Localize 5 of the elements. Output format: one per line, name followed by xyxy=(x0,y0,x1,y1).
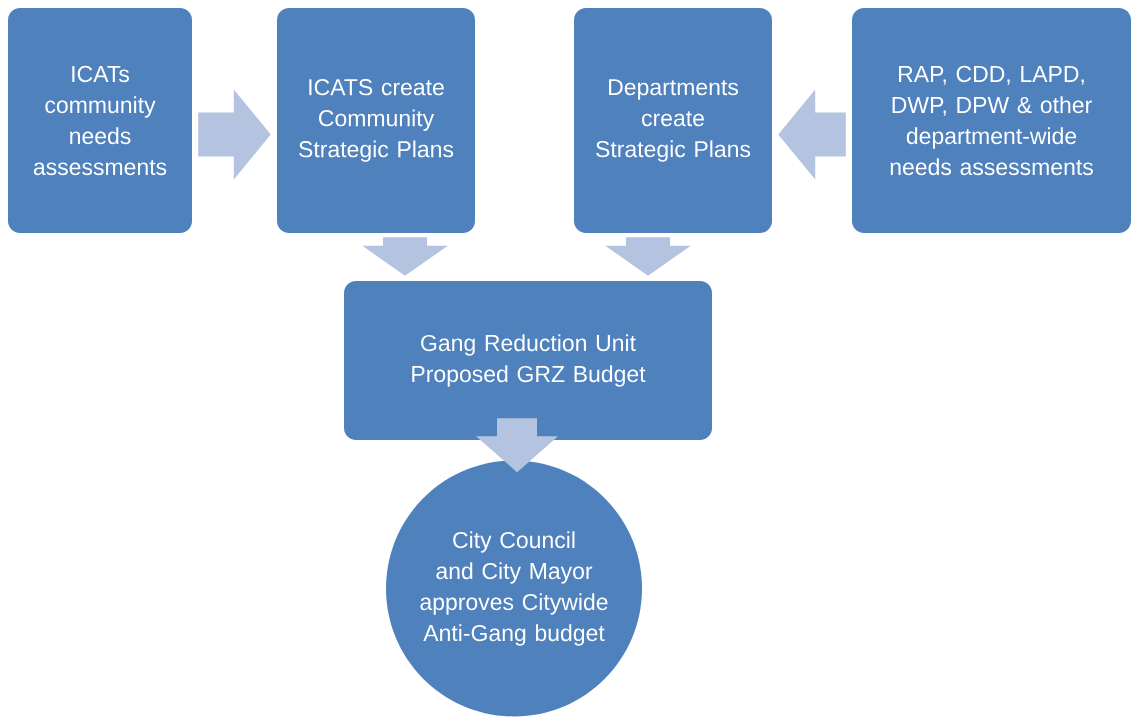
process-box: Gang Reduction Unit Proposed GRZ Budget xyxy=(344,281,712,440)
process-box: RAP, CDD, LAPD, DWP, DPW & other department-wide needs assessments xyxy=(852,8,1131,233)
process-box: Departments create Strategic Plans xyxy=(574,8,772,233)
process-box: ICATS create Community Strategic Plans xyxy=(277,8,475,233)
process-box: ICATs community needs assessments xyxy=(8,8,192,233)
